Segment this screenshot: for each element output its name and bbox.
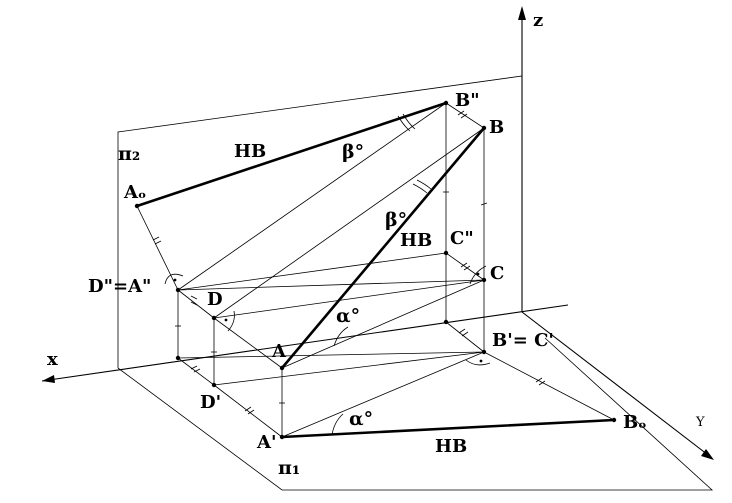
label-bp-cp: B'= C' bbox=[492, 330, 554, 351]
label-b0: Bₒ bbox=[623, 412, 647, 433]
right-angle-dot-c bbox=[476, 272, 480, 276]
line-cpp-c bbox=[445, 252, 485, 281]
point-b bbox=[481, 125, 487, 131]
axis-x bbox=[41, 304, 569, 382]
point-ap bbox=[279, 434, 285, 440]
point-dpp bbox=[175, 287, 181, 293]
true-length-a-b bbox=[280, 126, 486, 370]
label-pi2: π₂ bbox=[118, 143, 140, 165]
point-dp bbox=[211, 382, 217, 388]
label-beta-mid: β° bbox=[385, 209, 407, 231]
line-dp-bpcp bbox=[213, 351, 485, 386]
label-hb-bottom: HB bbox=[435, 436, 467, 457]
point-d bbox=[211, 315, 217, 321]
line-dpp-d bbox=[177, 289, 215, 319]
point-cpp bbox=[443, 250, 449, 256]
line-a0-dpp bbox=[136, 205, 179, 291]
label-hb-mid: HB bbox=[400, 230, 432, 251]
label-cpp: C" bbox=[450, 228, 474, 249]
arc-beta-top-2 bbox=[402, 113, 416, 130]
point-b0 bbox=[611, 417, 617, 423]
label-hb-top: HB bbox=[234, 141, 266, 162]
right-angle-dot-dpp bbox=[173, 278, 177, 282]
line-dpp-cpp bbox=[177, 252, 447, 291]
line-d-c bbox=[213, 279, 485, 319]
right-angle-dot-d bbox=[224, 318, 228, 322]
line-a-c bbox=[281, 279, 485, 369]
right-angle-d bbox=[227, 310, 235, 332]
label-a0: Aₒ bbox=[123, 182, 146, 203]
point-bpcp bbox=[481, 349, 487, 355]
arc-beta-mid bbox=[412, 183, 428, 194]
label-dp: D' bbox=[200, 392, 221, 413]
line-x-dp bbox=[177, 357, 215, 386]
axis-y-arrow bbox=[701, 449, 714, 460]
label-z: z bbox=[533, 10, 543, 31]
points bbox=[134, 100, 617, 440]
line-d-b bbox=[213, 127, 485, 319]
point-c bbox=[481, 277, 487, 283]
line-xaxis-bpcp bbox=[445, 321, 485, 353]
label-beta-top: β° bbox=[342, 141, 364, 163]
label-a: A bbox=[271, 341, 287, 362]
true-length-ap-b0 bbox=[280, 418, 616, 439]
label-c: C bbox=[490, 263, 504, 284]
axis-y bbox=[521, 311, 713, 459]
point-bpp bbox=[443, 100, 449, 106]
label-alpha-bottom: α° bbox=[349, 408, 373, 430]
arc-alpha-bottom bbox=[331, 413, 344, 436]
label-ap: A' bbox=[256, 432, 276, 453]
arc-alpha-mid bbox=[333, 326, 349, 347]
label-d: D bbox=[207, 289, 223, 310]
point-xaxis-b bbox=[443, 319, 449, 325]
line-dp-ap bbox=[213, 384, 283, 438]
line-dpp-c bbox=[177, 279, 485, 291]
label-pi1: π₁ bbox=[278, 457, 300, 479]
label-dpp-app: D"=A" bbox=[88, 276, 151, 297]
true-length-a0-bpp bbox=[135, 101, 448, 208]
label-alpha-mid: α° bbox=[336, 305, 360, 327]
label-y: Y bbox=[695, 415, 705, 430]
right-angle-c bbox=[469, 265, 487, 285]
axis-z-arrow bbox=[518, 6, 526, 20]
label-x: x bbox=[47, 349, 58, 370]
point-a bbox=[279, 365, 285, 371]
line-bpcp-b0 bbox=[483, 351, 615, 421]
line-ap-bpcp bbox=[281, 351, 485, 438]
right-angle-dot-bpcp bbox=[479, 359, 483, 363]
line-dpp-bpp bbox=[177, 102, 447, 291]
axis-x-arrow bbox=[42, 375, 55, 383]
line-x-bpcp bbox=[177, 351, 485, 359]
arc-beta-mid-2 bbox=[416, 179, 432, 190]
point-a0 bbox=[134, 203, 140, 209]
label-b: B bbox=[489, 117, 504, 138]
line-d-a bbox=[213, 317, 283, 369]
label-bpp: B" bbox=[455, 90, 480, 111]
plane-pi1-outline bbox=[117, 337, 714, 491]
point-xaxis-d bbox=[175, 355, 181, 361]
tick-marks bbox=[152, 110, 546, 415]
right-angle-bpcp bbox=[465, 359, 491, 366]
arc-beta-top bbox=[397, 115, 411, 132]
right-angle-dpp bbox=[164, 273, 184, 285]
